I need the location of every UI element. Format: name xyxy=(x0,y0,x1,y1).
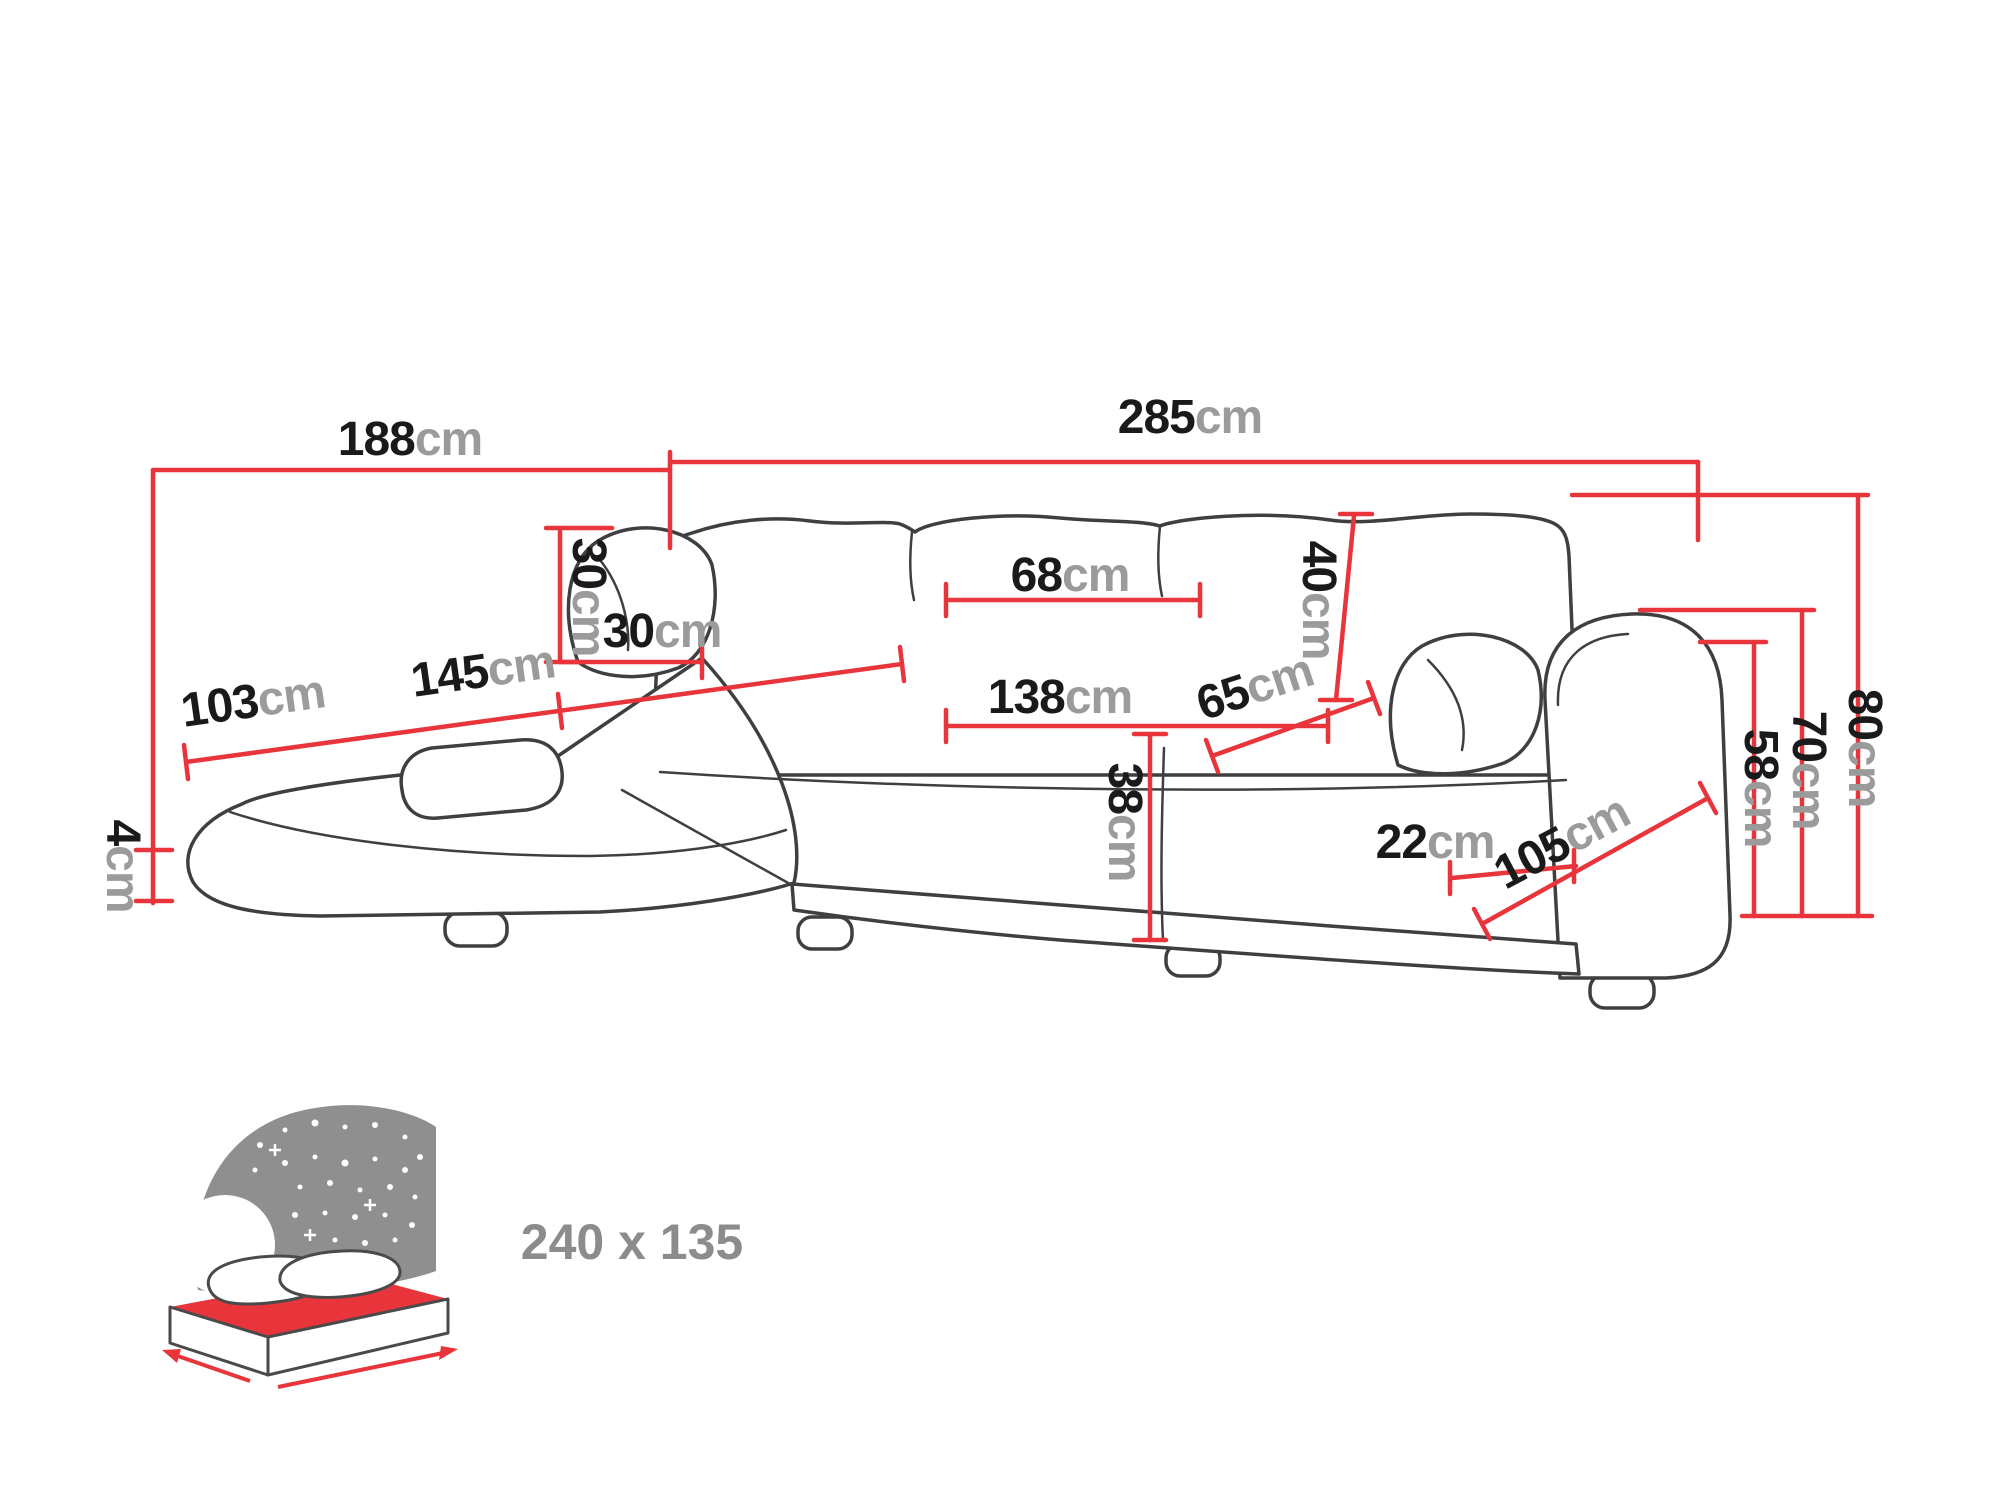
dim-label-armrest-height: 70cm xyxy=(1782,710,1835,830)
dim-unit: cm xyxy=(1427,816,1495,869)
right-pillow-fold xyxy=(1426,658,1465,752)
dim-tick xyxy=(1697,780,1719,816)
dim-unit: cm xyxy=(1782,762,1835,830)
dim-line-65 xyxy=(1209,695,1377,759)
seat-front xyxy=(790,882,1581,976)
sofa-leg xyxy=(796,915,854,951)
dim-tick xyxy=(1203,737,1221,775)
dim-value: 68 xyxy=(1010,549,1063,602)
dim-value: 40 xyxy=(1292,540,1345,593)
dimension-lines xyxy=(133,449,1875,943)
dim-value: 80 xyxy=(1838,688,1891,741)
dim-tick xyxy=(555,691,565,731)
dim-value: 145 xyxy=(407,644,492,708)
unfold-arrows xyxy=(162,1346,458,1389)
dim-unit: cm xyxy=(1064,671,1133,724)
dim-unit: cm xyxy=(1194,391,1263,444)
dim-tick xyxy=(181,742,191,782)
right-armrest-inner-line xyxy=(1556,632,1630,707)
dim-value: 30 xyxy=(562,537,615,590)
dim-label-corner-pillow-height: 40cm xyxy=(1292,540,1345,660)
dim-label-leg-height: 4cm xyxy=(96,819,149,913)
dim-label-seat-height: 38cm xyxy=(1098,762,1151,882)
seat-back-crease xyxy=(658,770,1568,791)
dim-line-40 xyxy=(1333,513,1357,703)
dim-line-105 xyxy=(1479,795,1711,927)
dim-value: 285 xyxy=(1117,391,1196,444)
dim-unit: cm xyxy=(1098,814,1151,882)
dim-value: 4 xyxy=(96,819,149,846)
back-cushion-seam xyxy=(909,530,916,602)
left-armrest-bolster xyxy=(399,738,564,820)
sofa-leg xyxy=(443,910,509,948)
dim-line-22 xyxy=(1449,863,1579,881)
chaise-cushion-edge xyxy=(228,810,788,858)
dim-label-seat-length: 138cm xyxy=(987,671,1133,724)
sofa-illustration xyxy=(186,512,1732,1010)
dim-unit: cm xyxy=(1734,780,1787,848)
sofa-legs xyxy=(443,910,1656,1010)
dim-value: 103 xyxy=(177,674,262,738)
dim-label-back-pillow-width: 30cm xyxy=(602,605,723,658)
dim-value: 70 xyxy=(1782,710,1835,763)
chaise-seat-seam xyxy=(620,788,792,886)
dim-label-back-cushion-width: 68cm xyxy=(1010,549,1131,602)
dim-unit: cm xyxy=(414,413,483,466)
unfold-arrow-front xyxy=(277,1350,449,1389)
dim-value: 188 xyxy=(337,413,416,466)
dim-value: 38 xyxy=(1098,762,1151,815)
dim-unit: cm xyxy=(1838,740,1891,808)
dim-label-backrest-height: 58cm xyxy=(1734,728,1787,848)
unfold-arrow-left xyxy=(171,1352,251,1383)
right-pillow xyxy=(1388,632,1543,776)
dim-unit: cm xyxy=(1062,549,1130,602)
dim-value: 30 xyxy=(602,605,655,658)
dim-label-left-section-width: 188cm xyxy=(337,413,483,466)
dim-line-103-145 xyxy=(183,661,905,765)
sofa-bed-icon xyxy=(162,1105,458,1389)
dim-unit: cm xyxy=(654,605,722,658)
dim-tick xyxy=(1471,906,1493,942)
dim-tick xyxy=(1365,679,1383,717)
right-armrest xyxy=(1543,612,1732,980)
sleeping-area-label: 240 x 135 xyxy=(521,1217,743,1267)
dim-value: 138 xyxy=(987,671,1066,724)
mattress-base xyxy=(168,1297,450,1377)
dim-value: 58 xyxy=(1734,728,1787,781)
bed-pillows xyxy=(206,1249,402,1306)
dim-unit: cm xyxy=(254,665,329,728)
dim-label-total-width: 285cm xyxy=(1117,391,1263,444)
back-cushion-seam xyxy=(1157,524,1164,598)
dim-tick xyxy=(897,644,907,684)
dim-label-total-height: 80cm xyxy=(1838,688,1891,808)
left-pillow-fold xyxy=(598,558,630,652)
corner-seat-seam xyxy=(1160,746,1166,942)
dim-label-armrest-width: 22cm xyxy=(1375,816,1496,869)
dim-unit: cm xyxy=(484,635,559,698)
dim-value: 22 xyxy=(1375,816,1428,869)
dim-unit: cm xyxy=(96,845,149,913)
sleeping-area-value: 240 x 135 xyxy=(520,1214,744,1270)
